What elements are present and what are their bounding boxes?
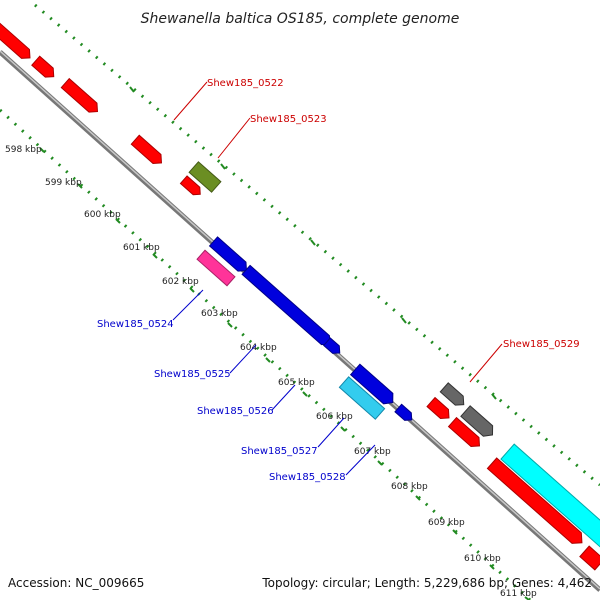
gene-label-shew185-0528[interactable]: Shew185_0528	[269, 472, 346, 483]
kbp-label: 599 kbp	[45, 178, 82, 188]
gene-arrow-blue[interactable]	[322, 337, 343, 357]
kbp-label: 607 kbp	[354, 447, 391, 457]
kbp-label: 610 kbp	[464, 554, 501, 564]
gene-arrow-red[interactable]	[60, 77, 101, 116]
gene-arrow-pink[interactable]	[196, 249, 236, 287]
kbp-label: 609 kbp	[428, 518, 465, 528]
gene-arrow-gray[interactable]	[439, 382, 467, 409]
kbp-labels: 598 kbp 599 kbp 600 kbp 601 kbp 602 kbp …	[5, 145, 537, 599]
gene-arrow-blue[interactable]	[394, 403, 415, 423]
kbp-label: 608 kbp	[391, 482, 428, 492]
gene-arrow-red[interactable]	[579, 545, 600, 571]
kbp-label: 600 kbp	[84, 210, 121, 220]
gene-labels: Shew185_0522 Shew185_0523 Shew185_0524 S…	[97, 78, 580, 483]
map-title: Shewanella baltica OS185, complete genom…	[141, 11, 460, 27]
accession-text: Accession: NC_009665	[8, 576, 144, 590]
gene-arrow-cyan[interactable]	[500, 443, 600, 553]
gene-label-shew185-0523[interactable]: Shew185_0523	[250, 114, 327, 125]
gene-arrow-cyan[interactable]	[338, 376, 386, 420]
gene-label-shew185-0529[interactable]: Shew185_0529	[503, 339, 580, 350]
gene-arrow-red[interactable]	[130, 134, 165, 167]
gene-arrow-red[interactable]	[426, 396, 453, 423]
kbp-label: 602 kbp	[162, 277, 199, 287]
gene-label-shew185-0526[interactable]: Shew185_0526	[197, 406, 274, 417]
gene-arrow-blue[interactable]	[349, 363, 398, 408]
gene-arrow-gray[interactable]	[460, 405, 497, 440]
gene-label-shew185-0527[interactable]: Shew185_0527	[241, 446, 318, 457]
outer-tick-track	[34, 3, 600, 487]
kbp-label: 604 kbp	[240, 343, 277, 353]
kbp-label: 603 kbp	[201, 309, 238, 319]
kbp-label: 611 kbp	[500, 589, 537, 599]
gene-arrow-blue[interactable]	[241, 264, 334, 348]
gene-arrow-red[interactable]	[447, 416, 484, 451]
kbp-label: 605 kbp	[278, 378, 315, 388]
gene-label-shew185-0524[interactable]: Shew185_0524	[97, 319, 174, 330]
gene-arrow-olive[interactable]	[188, 161, 222, 193]
kbp-label: 598 kbp	[5, 145, 42, 155]
gene-features	[0, 22, 600, 571]
gene-arrow-red[interactable]	[179, 175, 203, 198]
gene-arrow-red[interactable]	[0, 22, 34, 62]
topology-text: Topology: circular; Length: 5,229,686 bp…	[261, 576, 592, 590]
gene-arrow-red[interactable]	[486, 457, 586, 548]
gene-arrow-red[interactable]	[31, 55, 58, 81]
inner-tick-track	[0, 108, 532, 600]
gene-arrow-blue[interactable]	[208, 236, 251, 275]
gene-label-shew185-0522[interactable]: Shew185_0522	[207, 78, 284, 89]
gene-label-shew185-0525[interactable]: Shew185_0525	[154, 369, 231, 380]
callout-lines	[172, 81, 503, 476]
kbp-label: 606 kbp	[316, 412, 353, 422]
kbp-label: 601 kbp	[123, 243, 160, 253]
major-ticks	[39, 86, 530, 600]
